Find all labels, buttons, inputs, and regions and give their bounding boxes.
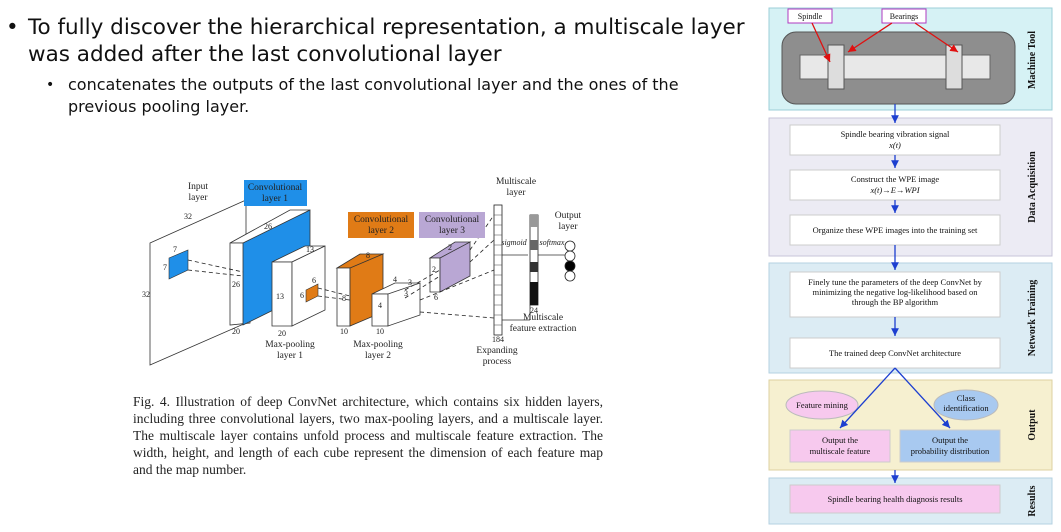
- dim-label: 2: [432, 265, 436, 274]
- output-nodes: [564, 240, 576, 282]
- dim-label: 3: [404, 289, 408, 298]
- dim-label: 26: [232, 280, 240, 289]
- bullet-dot: •: [46, 77, 55, 93]
- box-organize: [789, 214, 1001, 246]
- dim-label: 6: [312, 276, 316, 285]
- figure-caption: Fig. 4. Illustration of deep ConvNet arc…: [133, 394, 603, 477]
- tune-text: Finely tune the parameters of the deep C…: [808, 277, 982, 307]
- multiscale-vector: [493, 204, 503, 336]
- box-tune: [789, 271, 1001, 318]
- bullet1-text: To fully discover the hierarchical repre…: [28, 15, 745, 67]
- dim-label: 10: [340, 327, 348, 336]
- dim-label: 32: [184, 212, 192, 221]
- conv3-front: [439, 241, 471, 293]
- bearings-tag: [881, 8, 927, 24]
- bullet-level1: • To fully discover the hierarchical rep…: [6, 14, 746, 68]
- flowchart: Spindle Bearings Spindle bearing vibrati…: [768, 7, 1053, 525]
- dim-label: 20: [232, 327, 240, 336]
- dim-label: 20: [278, 329, 286, 338]
- spindle-tag-text: Spindle: [798, 12, 823, 21]
- stage-label-data-acq: Data Acquisition: [1027, 151, 1038, 223]
- dim-label: 6: [434, 293, 438, 302]
- results-text: Spindle bearing health diagnosis results: [827, 494, 962, 504]
- box-trained: [789, 337, 1001, 369]
- vib-text: Spindle bearing vibration signal: [841, 129, 950, 139]
- bullet-dot: •: [6, 15, 19, 40]
- feature-cell: [530, 262, 538, 272]
- flow-arrow: [894, 367, 951, 429]
- dim-label: 10: [376, 327, 384, 336]
- dim-label: 7: [173, 245, 177, 254]
- dim-label: 26: [264, 222, 272, 231]
- box-vibration: [789, 124, 1001, 156]
- dim-label: 13: [276, 292, 284, 301]
- multiscale-vector-cells: [494, 214, 502, 326]
- flow-arrow: [839, 367, 896, 429]
- bullet2-text: concatenates the outputs of the last con…: [68, 75, 679, 116]
- bearings-pointer-left: [847, 22, 893, 53]
- bearing-right: [945, 44, 963, 90]
- conv2-label-bg: [348, 212, 414, 238]
- bearings-pointer-right: [914, 22, 959, 53]
- ellipse-feature-mining: [785, 390, 859, 420]
- dim-label: 32: [142, 290, 150, 299]
- wpe-text: Construct the WPE image: [851, 174, 940, 184]
- spindle-tag: [787, 8, 833, 24]
- spindle-pointer: [811, 22, 831, 63]
- bearing-left: [827, 44, 845, 90]
- kernel-connectors: [187, 214, 495, 319]
- feature-cell: [530, 215, 538, 227]
- pool1-front: [291, 245, 326, 327]
- bearings-tag-text: Bearings: [890, 12, 918, 21]
- box-results: [789, 484, 1001, 514]
- conv3-label-bg: [419, 212, 485, 238]
- conv1-label-bg: [244, 180, 307, 206]
- pool2-side: [371, 293, 389, 327]
- box-wpe: [789, 169, 1001, 201]
- label-sigmoid: sigmoid: [501, 238, 527, 247]
- box-output-probability: [899, 429, 1001, 463]
- dim-label: 8: [366, 251, 370, 260]
- dim-label: 4: [393, 275, 397, 284]
- ms-arrows: [502, 254, 565, 321]
- dim-label: 13: [306, 245, 314, 254]
- dim-label: 3: [408, 278, 412, 287]
- dim-label: 184: [492, 335, 504, 344]
- feature-cell: [530, 282, 538, 305]
- dim-label: 7: [163, 263, 167, 272]
- stage-label-machine-tool: Machine Tool: [1027, 31, 1038, 89]
- dim-label: 6: [300, 291, 304, 300]
- stage-label-training: Network Training: [1027, 280, 1038, 357]
- stage-label-output: Output: [1027, 409, 1038, 441]
- vib-sub-text: x(t): [888, 140, 901, 150]
- ellipse-class-id: [933, 389, 999, 421]
- dim-label: 8: [342, 294, 346, 303]
- dim-label: 2: [448, 243, 452, 252]
- dim-label: 24: [530, 306, 538, 315]
- stage-label-results: Results: [1027, 485, 1038, 516]
- wpe-sub-text: x(t)→E→WPI: [869, 185, 920, 195]
- box-output-multiscale: [789, 429, 891, 463]
- feature-mining-text: Feature mining: [796, 400, 848, 410]
- bullet-level2: • concatenates the outputs of the last c…: [46, 74, 746, 118]
- dim-label: 4: [378, 301, 382, 310]
- trained-text: The trained deep ConvNet architecture: [829, 348, 961, 358]
- organize-text: Organize these WPE images into the train…: [813, 225, 978, 235]
- label-softmax: softmax: [540, 238, 565, 247]
- feature-cell: [530, 240, 538, 250]
